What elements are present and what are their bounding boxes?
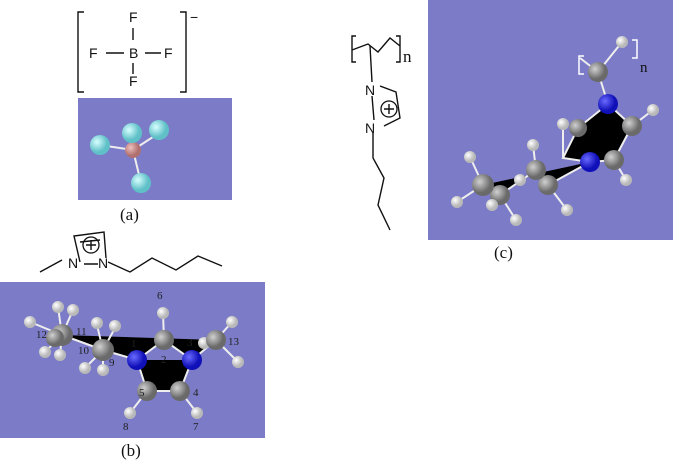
panel-c-label: (c) [494,243,513,262]
text-label: 3 [187,337,193,349]
text-label: 4 [193,387,199,399]
bf4-3d-model [90,120,169,193]
text-label: 10 [78,345,90,357]
text-label: 13 [228,336,240,348]
text-label: 1 [131,338,137,350]
text-label: 11 [76,326,87,338]
polymer-structure: N N n [351,35,412,231]
svg-text:N: N [365,82,375,98]
text-label: 5 [139,387,145,399]
fluorine-symbol: F [89,45,98,61]
text-label: 8 [123,421,129,433]
fluorine-symbol: F [129,9,138,25]
bf4-structure: − B F F F F [77,9,198,93]
boron-symbol: B [129,45,138,61]
text-label: 6 [157,290,163,302]
text-label: 2 [161,354,167,366]
svg-text:N: N [98,255,108,271]
text-label: 7 [193,421,199,433]
text-label: n [640,60,648,76]
svg-text:N: N [68,255,78,271]
text-label: 12 [36,329,47,341]
bmim-3d-model: 1 2 3 4 5 6 7 8 9 10 11 12 13 [24,290,244,433]
panel-b-label: (b) [121,441,141,460]
text-label: 9 [109,357,115,369]
fluorine-symbol: F [129,73,138,89]
text-label: n [403,47,412,66]
charge: − [190,9,198,25]
panel-a-label: (a) [120,205,139,224]
svg-text:N: N [365,120,375,136]
polymer-3d-model: n [451,36,659,226]
fluorine-symbol: F [164,45,173,61]
